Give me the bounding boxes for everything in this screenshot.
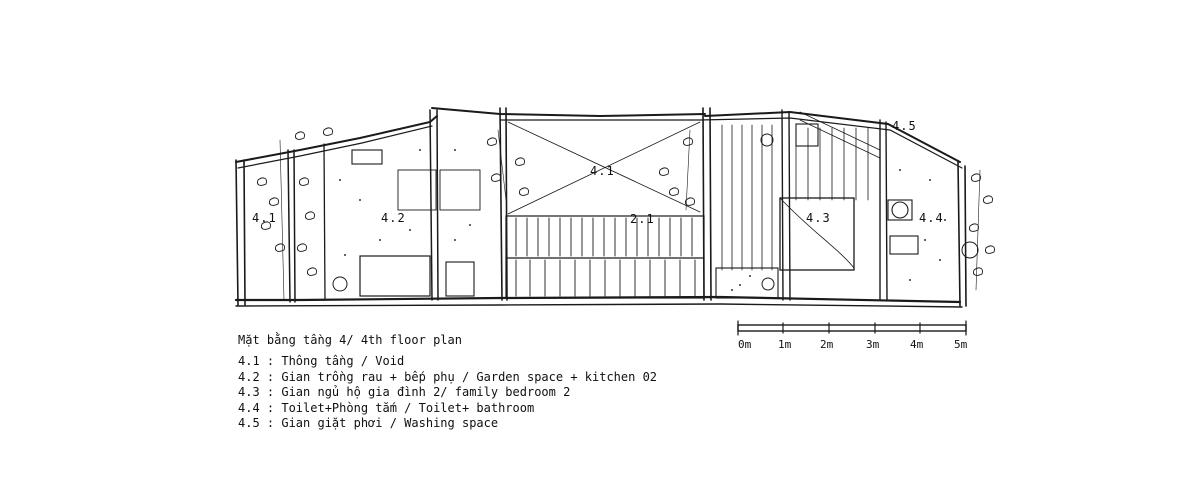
legend-item: 4.5 : Gian giặt phơi / Washing space bbox=[238, 416, 499, 430]
right-wall bbox=[957, 161, 967, 307]
room-label-4-2: 4.2 bbox=[381, 211, 406, 225]
scale-label: 1m bbox=[778, 338, 792, 351]
room-label-4-1-left: 4.1 bbox=[252, 211, 277, 225]
legend: 4.1 : Thông tầng / Void 4.2 : Gian trồng… bbox=[238, 354, 657, 432]
bed bbox=[779, 197, 855, 271]
scale-label: 3m bbox=[866, 338, 880, 351]
room-label-4-3: 4.3 bbox=[806, 211, 831, 225]
legend-item: 4.2 : Gian trồng rau + bếp phụ / Garden … bbox=[238, 369, 658, 384]
legend-item: 4.3 : Gian ngủ hộ gia đình 2/ family bed… bbox=[238, 385, 571, 399]
scale-label: 4m bbox=[910, 338, 924, 351]
scale-label: 0m bbox=[738, 338, 752, 351]
legend-item: 4.1 : Thông tầng / Void bbox=[238, 354, 405, 368]
counter bbox=[359, 255, 431, 297]
void-cross bbox=[507, 121, 701, 215]
top-wall bbox=[235, 107, 961, 163]
room-label-4-5: 4.5 bbox=[892, 119, 917, 133]
room-label-2-1: 2.1 bbox=[630, 212, 655, 226]
room-label-4-4: 4.4 bbox=[919, 211, 944, 225]
room-label-4-1-void: 4.1 bbox=[590, 164, 615, 178]
drawing-title: Mặt bằng tầng 4/ 4th floor plan bbox=[238, 333, 462, 347]
legend-item: 4.4 : Toilet+Phòng tắm / Toilet+ bathroo… bbox=[238, 400, 535, 415]
left-wall bbox=[235, 159, 246, 306]
scale-label: 2m bbox=[820, 338, 834, 351]
scale-label: 5m bbox=[954, 338, 968, 351]
bottom-wall bbox=[234, 295, 962, 304]
scale-bar bbox=[737, 324, 967, 332]
stair bbox=[505, 215, 705, 299]
